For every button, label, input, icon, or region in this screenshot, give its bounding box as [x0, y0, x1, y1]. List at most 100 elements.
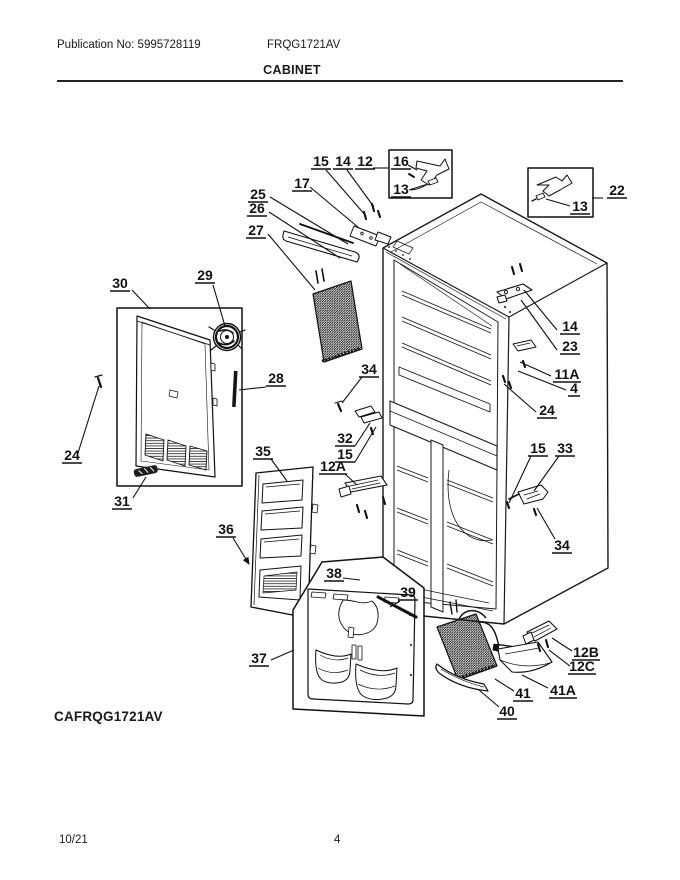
- bracket-33-parts: [505, 484, 549, 517]
- callout-35: 35: [255, 443, 271, 459]
- callout-34: 34: [361, 361, 377, 377]
- leader-line-35: [270, 458, 288, 482]
- tube-28: [232, 370, 238, 408]
- leader-line-24: [503, 383, 537, 413]
- drip-tray-40: [435, 663, 489, 692]
- cabinet-top-screw-holes: [388, 246, 411, 260]
- callout-28: 28: [268, 370, 284, 386]
- leader-line-25: [269, 196, 349, 245]
- callout-34: 34: [554, 537, 570, 553]
- callout-15: 15: [313, 153, 329, 169]
- callout-27: 27: [248, 222, 264, 238]
- callout-14: 14: [335, 153, 351, 169]
- callout-11A: 11A: [555, 366, 580, 382]
- cabinet-body: [382, 193, 609, 625]
- leader-line-14: [523, 289, 558, 331]
- publication-number: Publication No: 5995728119: [57, 39, 201, 51]
- leader-line-12B: [551, 637, 573, 652]
- leader-line-26: [268, 211, 341, 259]
- leader-line-13: [408, 183, 429, 191]
- leader-line-13: [545, 198, 571, 207]
- leader-line-36: [232, 537, 250, 565]
- leader-line-12C: [548, 649, 571, 667]
- leader-line-4: [517, 370, 567, 391]
- screw-24-left: [94, 374, 103, 389]
- inset-box-top: [388, 149, 453, 199]
- callout-12A: 12A: [320, 458, 346, 474]
- leader-line-34: [341, 376, 363, 404]
- callout-12C: 12C: [569, 658, 595, 674]
- callout-38: 38: [326, 565, 342, 581]
- leader-line-15: [325, 169, 367, 217]
- leader-line-16: [407, 164, 418, 171]
- leader-line-14: [346, 169, 375, 208]
- callout-29: 29: [197, 267, 213, 283]
- callout-16: 16: [393, 153, 409, 169]
- freezer-panel-box-37: [292, 556, 425, 717]
- leader-line-27: [267, 233, 316, 291]
- leader-line-17: [309, 186, 360, 229]
- callout-15: 15: [530, 440, 546, 456]
- callout-17: 17: [294, 175, 310, 191]
- callout-24: 24: [539, 402, 555, 418]
- callout-22: 22: [609, 182, 625, 198]
- callout-25: 25: [250, 186, 266, 202]
- callout-32: 32: [337, 430, 353, 446]
- heater-rod-39: [376, 595, 418, 619]
- inset-box-right: [527, 167, 594, 218]
- page-title: CABINET: [263, 63, 321, 77]
- callout-15: 15: [337, 446, 353, 462]
- leader-line-41A: [521, 674, 549, 689]
- bracket-12a-parts: [338, 475, 388, 520]
- header-rule: [57, 80, 623, 82]
- callout-41: 41: [515, 685, 531, 701]
- footer-page-number: 4: [334, 834, 341, 846]
- callout-37: 37: [251, 650, 267, 666]
- leader-line-15: [354, 426, 377, 463]
- leader-line-29: [212, 284, 226, 327]
- hinge-screws: [504, 262, 524, 313]
- callout-40: 40: [499, 703, 515, 719]
- callout-24: 24: [64, 447, 80, 463]
- footer-date: 10/21: [59, 834, 88, 846]
- model-number: FRQG1721AV: [267, 39, 341, 51]
- callout-30: 30: [112, 275, 128, 291]
- callout-33: 33: [557, 440, 573, 456]
- diagram-code: CAFRQG1721AV: [54, 709, 163, 724]
- condenser-coil-27: [312, 268, 363, 363]
- callout-14: 14: [562, 318, 578, 334]
- callout-41A: 41A: [550, 682, 576, 698]
- bracket-32-parts: [334, 400, 383, 436]
- leader-line-24: [77, 385, 100, 454]
- callout-31: 31: [114, 493, 130, 509]
- leader-line-32: [354, 422, 371, 447]
- callout-12: 12: [357, 153, 373, 169]
- leader-line-11A: [519, 361, 552, 377]
- leader-line-33: [533, 455, 560, 492]
- hinge-plate-part: [496, 283, 533, 304]
- callout-4: 4: [570, 380, 578, 396]
- bracket-12b-parts: [522, 620, 558, 653]
- callout-39: 39: [400, 584, 416, 600]
- callout-13: 13: [572, 198, 588, 214]
- handle-31: [133, 465, 158, 477]
- leader-line-23: [520, 299, 558, 351]
- leader-line-38: [342, 577, 361, 581]
- leader-line-37: [270, 649, 295, 661]
- callout-26: 26: [249, 200, 265, 216]
- leader-line-28: [238, 386, 267, 391]
- leader-line-41: [494, 678, 515, 692]
- cover-25-26: [282, 223, 360, 263]
- leader-line-15: [508, 455, 532, 504]
- bracket-17-parts: [349, 202, 392, 247]
- callout-36: 36: [218, 521, 234, 537]
- evaporator-fan-29: [208, 322, 246, 352]
- leader-line-34: [536, 507, 556, 540]
- leader-line-31: [132, 476, 147, 499]
- leader-line-30: [131, 289, 151, 310]
- callout-12B: 12B: [573, 644, 599, 660]
- leader-line-39: [389, 600, 401, 608]
